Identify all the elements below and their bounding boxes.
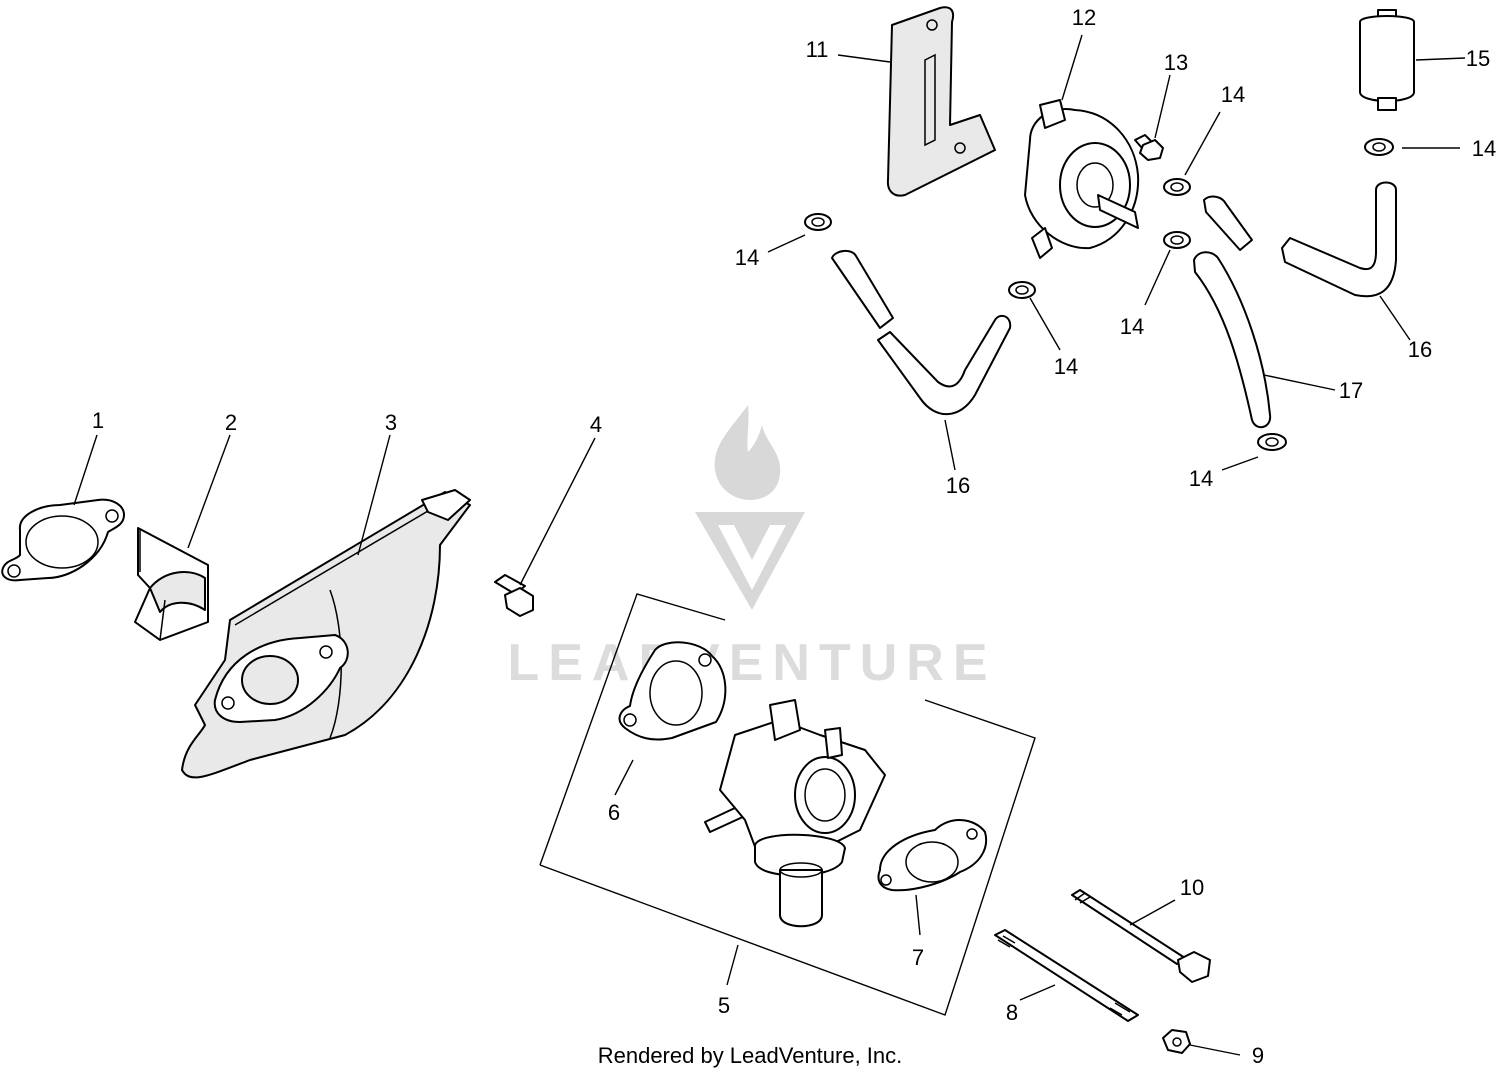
callout-17: 17 bbox=[1339, 378, 1363, 403]
part-7-gasket bbox=[877, 819, 988, 892]
watermark-logo bbox=[695, 405, 805, 610]
callout-16-a: 16 bbox=[946, 473, 970, 498]
part-6-gasket bbox=[618, 641, 727, 741]
callout-12: 12 bbox=[1072, 5, 1096, 30]
part-3-shroud bbox=[181, 489, 471, 779]
part-15-fuel-filter bbox=[1359, 9, 1415, 111]
part-5-carburetor bbox=[704, 699, 886, 928]
watermark-text: LEADVENTURE bbox=[507, 634, 996, 692]
footer-credit: Rendered by LeadVenture, Inc. bbox=[598, 1043, 903, 1068]
callout-1: 1 bbox=[92, 408, 104, 433]
callout-6: 6 bbox=[608, 800, 620, 825]
part-2-bracket bbox=[134, 527, 209, 641]
part-14-clamp-c bbox=[1163, 178, 1191, 196]
callout-7: 7 bbox=[912, 945, 924, 970]
part-1-gasket bbox=[1, 498, 125, 582]
part-17-hose bbox=[1193, 251, 1272, 429]
callout-14-a: 14 bbox=[1221, 82, 1245, 107]
callout-8: 8 bbox=[1006, 1000, 1018, 1025]
part-11-bracket bbox=[886, 6, 996, 197]
callout-16-b: 16 bbox=[1408, 337, 1432, 362]
part-9-nut bbox=[1162, 1029, 1191, 1054]
callout-14-e: 14 bbox=[1054, 354, 1078, 379]
part-13-screw bbox=[1134, 134, 1164, 161]
part-8-stud bbox=[994, 929, 1139, 1022]
part-10-bolt bbox=[1071, 889, 1211, 983]
part-14-clamp-d bbox=[1163, 231, 1191, 249]
callout-3: 3 bbox=[385, 410, 397, 435]
callout-10: 10 bbox=[1180, 875, 1204, 900]
part-14-clamp-b bbox=[1008, 281, 1036, 299]
callout-14-f: 14 bbox=[1189, 466, 1213, 491]
part-16-hose-right bbox=[1203, 181, 1397, 298]
callout-14-d: 14 bbox=[1120, 314, 1144, 339]
part-14-clamp-f bbox=[1257, 433, 1287, 451]
callout-5: 5 bbox=[718, 993, 730, 1018]
part-14-clamp-a bbox=[804, 213, 832, 231]
part-4-bolt bbox=[494, 574, 534, 617]
part-12-fuel-pump bbox=[1024, 99, 1140, 259]
part-16-hose-left bbox=[831, 250, 1012, 416]
callout-9: 9 bbox=[1252, 1043, 1264, 1068]
callout-11: 11 bbox=[806, 37, 829, 62]
callout-14-b: 14 bbox=[1472, 136, 1496, 161]
part-14-clamp-e bbox=[1364, 138, 1394, 156]
callout-14-c: 14 bbox=[735, 245, 759, 270]
leader-lines bbox=[73, 34, 1466, 1056]
callout-15: 15 bbox=[1466, 46, 1490, 71]
callout-2: 2 bbox=[225, 410, 237, 435]
callout-4: 4 bbox=[590, 412, 602, 437]
part-5-box bbox=[539, 593, 1036, 1016]
callout-13: 13 bbox=[1164, 50, 1188, 75]
